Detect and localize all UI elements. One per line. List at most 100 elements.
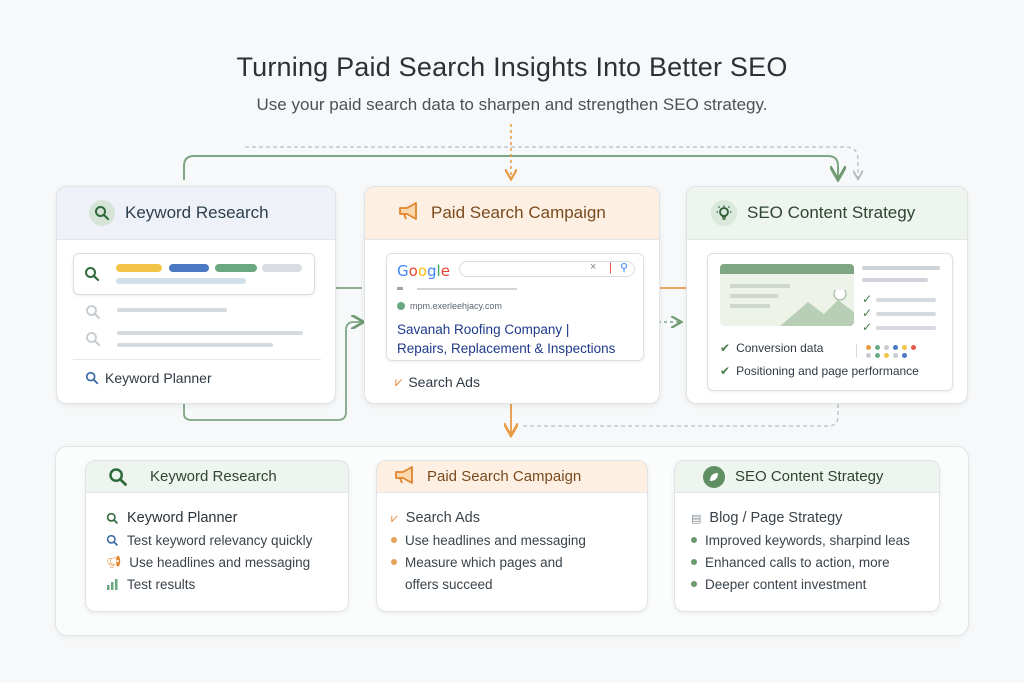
ad-url: mpm.exerleehjacy.com <box>397 301 502 311</box>
paid-search-header: Paid Search Campaign <box>365 187 659 240</box>
google-logo: Google <box>397 262 450 280</box>
globe-icon <box>397 302 405 310</box>
bullet <box>391 537 397 543</box>
text-line <box>876 298 936 302</box>
text-line <box>862 278 928 282</box>
ads-icon: ⩗ <box>395 374 403 389</box>
positioning-label: Positioning and page performance <box>736 364 919 378</box>
keyword-bar-grey <box>262 264 302 272</box>
page-title: Turning Paid Search Insights Into Better… <box>236 52 788 82</box>
bullet <box>691 581 697 587</box>
list-item: Test results <box>106 573 312 595</box>
color-dots <box>856 344 926 358</box>
search-icon <box>109 467 127 486</box>
google-ad-preview: Google × ❘ ⚲ mpm.exerleehjacy.com Savana… <box>386 253 644 361</box>
text-line <box>876 312 936 316</box>
mic-icon[interactable]: ❘ <box>606 262 616 274</box>
page-subtitle: Use your paid search data to sharpen and… <box>256 95 768 114</box>
bottom-seo-header: SEO Content Strategy <box>675 461 939 493</box>
result-line <box>117 343 273 347</box>
bottom-paid-title: Paid Search Campaign <box>427 468 582 485</box>
megaphone-icon <box>393 465 417 489</box>
close-icon[interactable]: × <box>590 261 597 273</box>
check-icon: ✔ <box>720 341 731 355</box>
result-line <box>117 331 303 335</box>
bottom-keyword-header: Keyword Research <box>86 461 348 493</box>
keyword-search-bar[interactable] <box>73 253 315 295</box>
bottom-keyword-card: Keyword Research Keyword Planner Test ke… <box>85 460 349 612</box>
bottom-seo-list: ▤ Blog / Page Strategy Improved keywords… <box>691 507 910 595</box>
search-icon <box>89 200 115 226</box>
keyword-planner-label: Keyword Planner <box>105 370 212 386</box>
ad-headline-line2: Repairs, Replacement & Inspections <box>397 341 616 356</box>
seo-content-header: SEO Content Strategy <box>687 187 967 240</box>
document-icon: ▤ <box>691 512 702 525</box>
result-line <box>117 308 227 312</box>
bullet <box>691 559 697 565</box>
keyword-research-header: Keyword Research <box>57 187 335 240</box>
list-item: offers succeed <box>405 576 493 592</box>
check-icon: ✓ <box>862 320 873 334</box>
ads-icon: ⩗ <box>391 510 398 525</box>
search-ads-label-row: ⩗ Search Ads <box>395 374 480 390</box>
seo-page-mockup: ✓ ✓ ✓ ✔ Conversion data ✔ Positioning an… <box>707 253 953 391</box>
megaphone-icon: 📢︎ <box>106 555 122 569</box>
bottom-paid-list: ⩗ Search Ads Use headlines and messaging… <box>391 507 586 595</box>
bottom-paid-card: Paid Search Campaign ⩗ Search Ads Use he… <box>376 460 648 612</box>
google-search-input[interactable]: × ❘ ⚲ <box>459 261 635 277</box>
check-icon: ✓ <box>862 292 873 306</box>
list-item: Enhanced calls to action, more <box>691 551 910 573</box>
search-icon <box>86 305 100 319</box>
search-icon <box>106 512 119 524</box>
ad-headline[interactable]: Savanah Roofing Company | Repairs, Repla… <box>397 320 615 358</box>
list-item: 📢︎ Use headlines and messaging <box>106 554 311 570</box>
positioning-row: ✔ Positioning and page performance <box>720 364 919 378</box>
bottom-paid-header: Paid Search Campaign <box>377 461 647 493</box>
list-item: ⩗ Search Ads <box>391 510 480 526</box>
paid-search-title: Paid Search Campaign <box>431 203 606 222</box>
keyword-bar-blue <box>169 264 209 272</box>
arrow-dashed-top <box>245 146 858 178</box>
page-hero-image <box>720 264 854 326</box>
lightbulb-icon <box>711 200 737 226</box>
bar-chart-icon <box>107 578 118 590</box>
bottom-seo-title: SEO Content Strategy <box>735 468 884 485</box>
bottom-seo-card: SEO Content Strategy ▤ Blog / Page Strat… <box>674 460 940 612</box>
ad-headline-line1: Savanah Roofing Company | <box>397 322 570 337</box>
search-icon <box>85 267 100 282</box>
keyword-research-title: Keyword Research <box>125 203 269 222</box>
list-item: ▤ Blog / Page Strategy <box>691 510 843 526</box>
arrow-keyword-to-seo <box>183 155 838 180</box>
keyword-bar-sub <box>116 278 246 284</box>
check-icon: ✔ <box>720 364 731 378</box>
text-line <box>876 326 936 330</box>
bullet <box>391 559 397 565</box>
keyword-bar-green <box>215 264 257 272</box>
conversion-data-label: Conversion data <box>736 341 824 355</box>
search-ads-label: Search Ads <box>408 374 480 390</box>
lightbulb-icon <box>703 465 725 488</box>
list-item: Test keyword relevancy quickly <box>106 529 312 551</box>
search-icon <box>86 332 100 346</box>
list-item: Measure which pages and <box>391 551 586 573</box>
keyword-bar-yellow <box>116 264 162 272</box>
search-icon <box>85 371 99 385</box>
list-item: Improved keywords, sharpind leas <box>691 529 910 551</box>
keyword-planner-link[interactable]: Keyword Planner <box>85 370 212 386</box>
megaphone-icon <box>397 201 421 226</box>
search-icon[interactable]: ⚲ <box>620 262 629 274</box>
arrow-seo-dashed-bottom <box>520 404 839 427</box>
bottom-keyword-list: Keyword Planner Test keyword relevancy q… <box>106 507 312 595</box>
list-item: Deeper content investment <box>691 573 910 595</box>
list-item: Use headlines and messaging <box>391 529 586 551</box>
search-icon <box>106 534 119 546</box>
bottom-keyword-title: Keyword Research <box>150 468 277 485</box>
paid-search-card: Paid Search Campaign Google × ❘ ⚲ mpm.ex… <box>364 186 660 404</box>
list-item: Keyword Planner <box>106 507 312 529</box>
check-icon: ✓ <box>862 306 873 320</box>
text-line <box>862 266 940 270</box>
bullet <box>691 537 697 543</box>
seo-content-title: SEO Content Strategy <box>747 203 916 222</box>
conversion-data-row: ✔ Conversion data <box>720 341 823 355</box>
keyword-research-card: Keyword Research Keyword Planner <box>56 186 336 404</box>
